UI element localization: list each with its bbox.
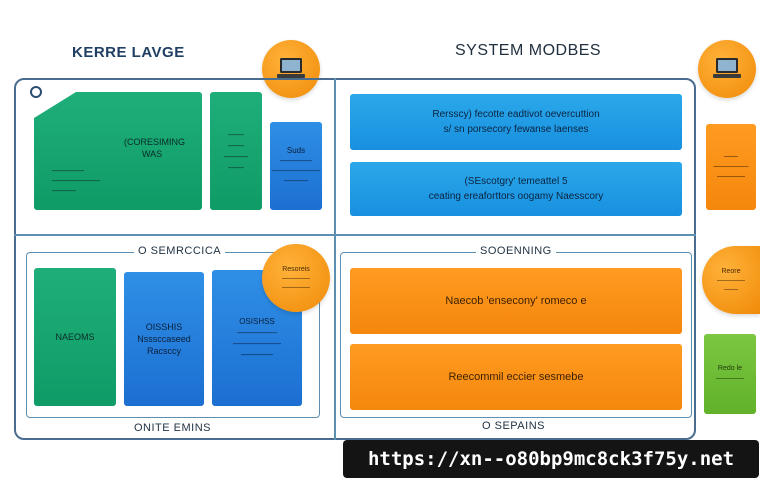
- footer-label-bottom-left: ONITE EMINS: [130, 422, 216, 434]
- orange-bar-1: Naecob 'ensecony' romeco e: [350, 268, 682, 334]
- blue-bar-1: Rersscy) fecotte eadtivot oevercuttion s…: [350, 94, 682, 150]
- watermark-url: https://xn--o80bp9mc8ck3f75y.net: [343, 440, 759, 478]
- blue-bottom-line: Racsccy: [146, 346, 181, 356]
- orange-circle-right: Reore ———— ——: [702, 246, 760, 314]
- green-block-large: (CORESIMING WAS ———— —————— ———: [34, 92, 202, 210]
- circle-line: Resoreis: [282, 265, 310, 273]
- orange-block-right: —— ————— ————: [706, 124, 756, 210]
- circle-line: Reore: [721, 267, 741, 275]
- green-block-narrow: —— —— ——— ——: [210, 92, 262, 210]
- blue-small-line: Suds: [286, 146, 306, 155]
- circle-line: ——: [724, 285, 738, 293]
- lime-block-right: Redo le ————: [704, 334, 756, 414]
- blue-bar-line: (SEscotgry' temeattel 5: [464, 176, 568, 187]
- green-narrow-line: ——: [228, 130, 244, 139]
- laptop-circle-left: [262, 40, 320, 98]
- horizontal-divider: [14, 234, 696, 236]
- orange-bar-2: Reecommil eccier sesmebe: [350, 344, 682, 410]
- blue-small-line: ———: [284, 176, 308, 185]
- green-narrow-line: ———: [224, 152, 248, 161]
- frame-knob-icon: [30, 86, 42, 98]
- footer-label-bottom-right: O SEPAINS: [478, 420, 549, 432]
- orange-circle-bottom-left: Resoreis ———— ————: [262, 244, 330, 312]
- blue-bar-line: ceating ereaforttors oogamy Naesscory: [428, 191, 604, 202]
- vertical-divider: [334, 78, 336, 440]
- orange-right-line: —————: [713, 163, 749, 170]
- circle-line: ————: [282, 274, 310, 282]
- blue-block-small: Suds ———— —————— ———: [270, 122, 322, 210]
- blue-bar-2: (SEscotgry' temeattel 5 ceating ereafort…: [350, 162, 682, 216]
- blue-bottom-line: Nsssccaseed: [137, 334, 191, 344]
- title-left: KERRE LAVGE: [72, 44, 185, 61]
- laptop-icon: [277, 58, 305, 78]
- blue-bottom-line: ——————: [233, 339, 281, 348]
- blue-small-line: ——————: [272, 166, 320, 175]
- blue-small-line: ————: [280, 156, 312, 165]
- green-block-line: (CORESIMING: [124, 137, 186, 147]
- orange-right-line: ——: [724, 153, 738, 160]
- title-right: SYSTEM MODBES: [455, 42, 602, 59]
- orange-bar-label: Naecob 'ensecony' romeco e: [445, 295, 587, 307]
- circle-line: ————: [717, 276, 745, 284]
- laptop-circle-right: [698, 40, 756, 98]
- green-block-small-line: ————: [52, 166, 84, 175]
- orange-bar-label: Reecommil eccier sesmebe: [448, 371, 584, 383]
- green-narrow-line: ——: [228, 141, 244, 150]
- green-bottom-label: NAEOMS: [55, 332, 95, 342]
- blue-block-bottom-1: OISSHIS Nsssccaseed Racsccy: [124, 272, 204, 406]
- blue-bar-line: s/ sn porsecory fewanse laenses: [443, 124, 589, 135]
- green-block-bottom: NAEOMS: [34, 268, 116, 406]
- green-block-line: WAS: [142, 149, 163, 159]
- blue-bottom-line: OISSHIS: [145, 322, 183, 332]
- outer-frame: [14, 78, 696, 440]
- green-block-small-line: ———: [52, 186, 76, 195]
- lime-right-line: ————: [716, 375, 744, 382]
- lime-right-line: Redo le: [717, 365, 743, 372]
- green-narrow-line: ——: [228, 163, 244, 172]
- blue-bottom-line: OSISHSS: [239, 317, 275, 326]
- orange-right-line: ————: [717, 173, 745, 180]
- blue-bar-line: Rersscy) fecotte eadtivot oevercuttion: [432, 109, 600, 120]
- circle-line: ————: [282, 283, 310, 291]
- blue-bottom-line: ————: [241, 350, 273, 359]
- section-label-bottom-left: O SEMRCCICA: [134, 245, 226, 257]
- blue-bottom-line: —————: [237, 328, 277, 337]
- section-label-bottom-right: SOOENNING: [476, 245, 556, 257]
- laptop-icon: [713, 58, 741, 78]
- green-block-small-line: ——————: [52, 176, 100, 185]
